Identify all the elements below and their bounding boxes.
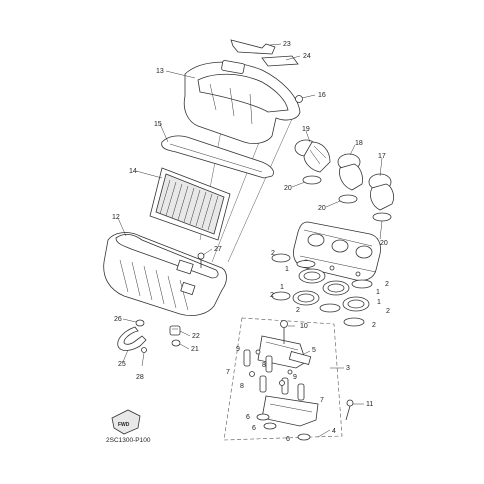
part-23-bracket xyxy=(230,39,276,55)
callout-14: 14 xyxy=(129,168,137,175)
callout-2-e: 2 xyxy=(372,322,376,329)
callout-23: 23 xyxy=(283,41,291,48)
part-25-drain-hose xyxy=(117,326,147,351)
fwd-label: FWD xyxy=(118,422,130,428)
callout-1-d: 1 xyxy=(377,299,381,306)
callout-7-b: 7 xyxy=(320,397,324,404)
part-1-joint-b xyxy=(292,290,320,306)
part-16-screw xyxy=(295,94,316,103)
callout-16: 16 xyxy=(318,92,326,99)
part-9-fitting-a xyxy=(255,349,261,355)
callout-8-a: 8 xyxy=(262,362,266,369)
part-8-fitting-b xyxy=(279,380,285,386)
part-2-clamp-e xyxy=(343,317,365,327)
callout-12: 12 xyxy=(112,214,120,221)
callout-25: 25 xyxy=(118,361,126,368)
part-6-oring-c xyxy=(297,433,311,441)
callout-20-c: 20 xyxy=(380,240,388,247)
part-17-intake-joint xyxy=(368,173,394,211)
part-6-oring-a xyxy=(256,413,270,421)
callout-17: 17 xyxy=(378,153,386,160)
callout-6-c: 6 xyxy=(286,436,290,443)
callout-2-a: 2 xyxy=(271,250,275,257)
part-9-fitting-b xyxy=(287,369,293,375)
part-2-clamp-d xyxy=(319,303,341,313)
callout-6-a: 6 xyxy=(246,414,250,421)
part-28-clip xyxy=(141,347,147,367)
fwd-arrow-icon: FWD xyxy=(111,409,141,435)
part-1-joint-d xyxy=(342,296,370,312)
callout-21: 21 xyxy=(191,346,199,353)
part-14-air-filter xyxy=(149,167,231,241)
callout-13: 13 xyxy=(156,68,164,75)
part-10-bolt xyxy=(280,320,288,344)
callout-24: 24 xyxy=(303,53,311,60)
diagram-ref-code: 2SC1300-P100 xyxy=(106,437,151,444)
callout-4: 4 xyxy=(332,428,336,435)
callout-26: 26 xyxy=(114,316,122,323)
callout-27: 27 xyxy=(214,246,222,253)
callout-22: 22 xyxy=(192,333,200,340)
part-8-fitting-a xyxy=(249,371,255,377)
callout-19: 19 xyxy=(302,126,310,133)
part-26-clamp xyxy=(135,319,145,327)
callout-3: 3 xyxy=(346,365,350,372)
callout-5: 5 xyxy=(312,347,316,354)
part-19-intake-joint xyxy=(294,139,331,173)
callout-18: 18 xyxy=(355,140,363,147)
callout-2-f: 2 xyxy=(296,307,300,314)
leader-lines xyxy=(117,43,383,438)
part-20-clamp-a xyxy=(302,175,322,185)
callout-9-b: 9 xyxy=(293,374,297,381)
part-1-joint-a xyxy=(298,268,326,284)
part-13-air-box-cover xyxy=(183,60,301,144)
callout-7-a: 7 xyxy=(226,369,230,376)
part-2-clamp-f xyxy=(296,260,316,268)
callout-2-c: 2 xyxy=(270,292,274,299)
callout-9-a: 9 xyxy=(236,346,240,353)
throttle-body-assembly xyxy=(293,221,381,281)
callout-28: 28 xyxy=(136,374,144,381)
callout-20-b: 20 xyxy=(318,205,326,212)
part-12-air-box-case xyxy=(103,232,227,316)
callout-10: 10 xyxy=(300,323,308,330)
part-20-clamp-b xyxy=(338,194,358,204)
part-27-screw xyxy=(197,252,205,268)
callout-6-b: 6 xyxy=(252,425,256,432)
part-18-intake-joint xyxy=(337,153,363,191)
part-6-oring-b xyxy=(263,422,277,430)
part-2-clamp-b xyxy=(271,291,291,301)
callout-15: 15 xyxy=(154,121,162,128)
part-22-drain-cap xyxy=(169,325,181,336)
part-2-clamp-c xyxy=(351,279,373,289)
part-1-joint-c xyxy=(322,280,350,296)
callout-8-b: 8 xyxy=(240,383,244,390)
callout-1-a: 1 xyxy=(285,266,289,273)
fuel-injector-assembly xyxy=(223,317,343,441)
callout-20-a: 20 xyxy=(284,185,292,192)
part-21-clamp xyxy=(171,339,181,347)
callout-11: 11 xyxy=(366,401,373,408)
part-11-bolt xyxy=(345,399,354,421)
part-20-clamp-c xyxy=(372,212,392,222)
callout-1-c: 1 xyxy=(376,289,380,296)
callout-2-b: 2 xyxy=(385,281,389,288)
part-15-gasket xyxy=(161,135,274,179)
callout-labels: 23 24 13 16 15 19 18 17 14 20 20 12 20 2… xyxy=(112,41,390,443)
part-2-clamp-a xyxy=(271,253,291,263)
part-24-plate xyxy=(261,55,299,67)
callout-1-b: 1 xyxy=(280,284,284,291)
callout-2-d: 2 xyxy=(386,308,390,315)
